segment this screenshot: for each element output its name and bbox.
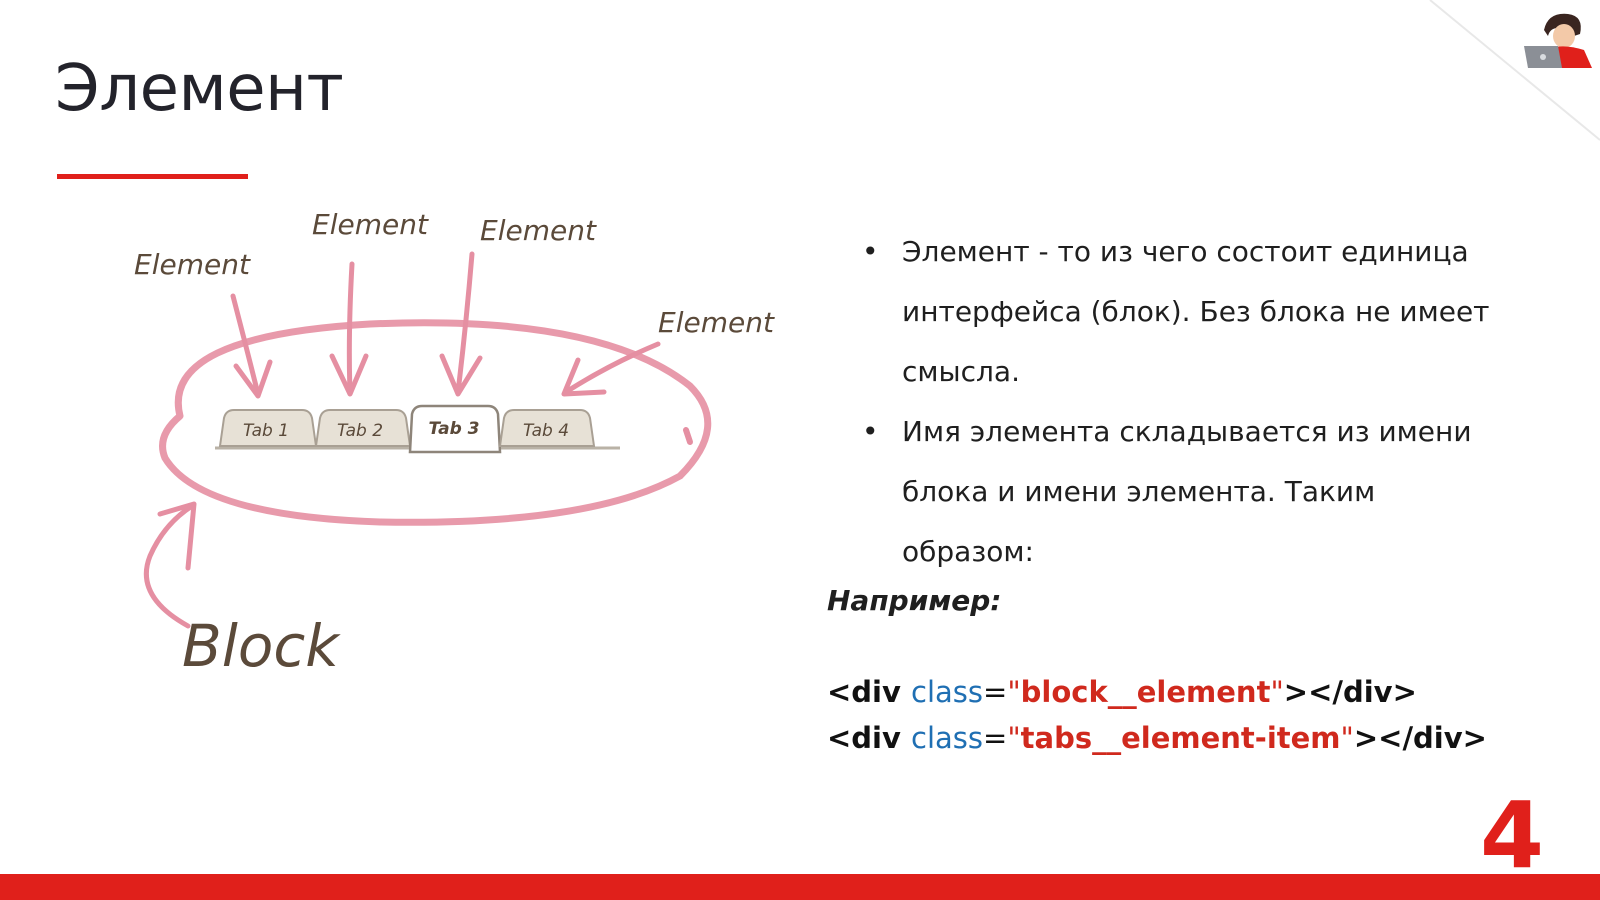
code-example-line: <div class="block__element"></div> <box>827 675 1417 709</box>
code-close-tag: ></div> <box>1353 721 1487 755</box>
block-label: Block <box>182 612 341 680</box>
tab-1-label: Tab 1 <box>243 421 289 441</box>
page-number: 4 <box>1480 782 1545 889</box>
element-label-3: Element <box>480 214 597 247</box>
code-example-line: <div class="tabs__element-item"></div> <box>827 721 1487 755</box>
code-open-tag: <div <box>827 675 911 709</box>
code-open-tag: <div <box>827 721 911 755</box>
block-element-illustration: Tab 1 Tab 2 Tab 3 Tab 4 Element Element … <box>134 208 775 680</box>
example-label: Например: <box>827 584 1002 617</box>
bottom-accent-bar <box>0 874 1600 900</box>
bullet-text: Имя элемента складывается из имени блока… <box>902 415 1472 568</box>
code-quote: " <box>1270 675 1284 709</box>
bullet-dot-icon: • <box>862 235 879 268</box>
code-equals: = <box>983 721 1008 755</box>
tab-4-label: Tab 4 <box>523 421 569 441</box>
code-attr: class <box>911 675 983 709</box>
element-label-2: Element <box>312 208 429 241</box>
slide-title: Элемент <box>55 52 344 126</box>
code-quote: " <box>1007 675 1021 709</box>
element-label-1: Element <box>134 248 251 281</box>
tabs-sketch: Tab 1 Tab 2 Tab 3 Tab 4 <box>218 404 596 454</box>
code-close-tag: ></div> <box>1283 675 1417 709</box>
bullet-dot-icon: • <box>862 415 879 448</box>
bullet-text: Элемент - то из чего состоит единица инт… <box>902 235 1490 388</box>
corner-decoration <box>1429 0 1600 141</box>
bullet-item: • Элемент - то из чего состоит единица и… <box>860 222 1500 402</box>
code-attr: class <box>911 721 983 755</box>
tab-3-label: Tab 3 <box>429 419 480 439</box>
presenter-avatar-icon <box>1524 13 1592 68</box>
code-value: tabs__element-item <box>1020 721 1341 755</box>
code-equals: = <box>983 675 1008 709</box>
tab-2-label: Tab 2 <box>337 421 383 441</box>
element-label-4: Element <box>658 306 775 339</box>
arrow-icons <box>143 251 661 629</box>
code-quote: " <box>1340 721 1354 755</box>
code-value: block__element <box>1020 675 1271 709</box>
bullet-list: • Элемент - то из чего состоит единица и… <box>860 222 1500 582</box>
code-quote: " <box>1007 721 1021 755</box>
bullet-item: • Имя элемента складывается из имени бло… <box>860 402 1500 582</box>
title-underline <box>57 174 248 179</box>
